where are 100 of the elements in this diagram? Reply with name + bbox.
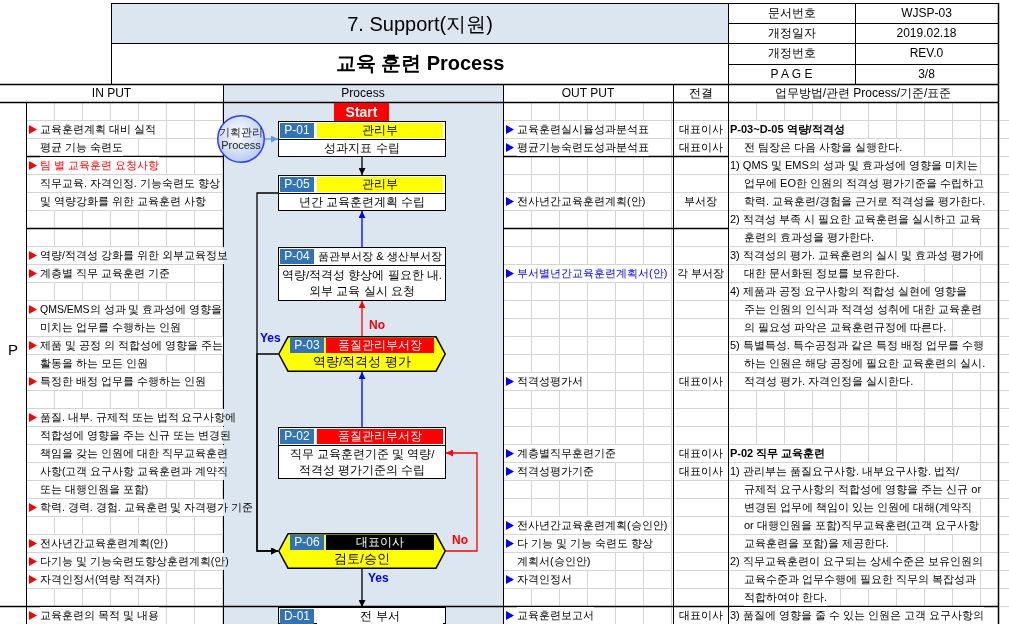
output-item: 전사년간교육훈련계획(승인안) bbox=[517, 517, 668, 534]
flow-arrow bbox=[358, 300, 366, 337]
approver-name: 대표이사 bbox=[678, 122, 723, 137]
flow-arrow bbox=[358, 371, 366, 428]
input-item: 전사년간교육훈련계획(안) bbox=[40, 535, 168, 552]
procedure-text: 전 팀장은 다음 사항을 실행한다. bbox=[744, 139, 903, 156]
procedure-text: 2) 직무교육훈련이 요구되는 상세수준은 보유인원의 bbox=[730, 553, 983, 570]
step-description: 성과지표 수립 bbox=[324, 141, 400, 156]
field-value: WJSP-03 bbox=[901, 5, 952, 21]
process-box bbox=[278, 427, 446, 479]
section-letter: P bbox=[8, 341, 18, 359]
procedure-text: 교육훈련을 포함)을 제공한다. bbox=[744, 535, 889, 552]
process-box bbox=[278, 607, 446, 624]
process-circle bbox=[217, 115, 265, 163]
department-bar: 관리부 bbox=[317, 176, 443, 192]
step-code-tag: P-01 bbox=[280, 122, 314, 138]
output-item: 적격성평가기준 bbox=[517, 463, 594, 480]
process-box bbox=[278, 247, 446, 301]
procedure-text: 주는 인원의 인식과 적격성 성취에 대한 교육훈련 bbox=[744, 301, 983, 318]
title: 7. Support(지원) bbox=[347, 11, 493, 36]
edge-label: No bbox=[368, 318, 386, 332]
column-header: OUT PUT bbox=[561, 85, 615, 101]
approver-name: 대표이사 bbox=[678, 140, 723, 155]
department-bar: 관리부 bbox=[317, 122, 443, 138]
procedure-text: 적격성 평가. 자격인정을 실시한다. bbox=[744, 373, 914, 390]
approver-name: 대표이사 bbox=[678, 464, 723, 479]
field-name: 개정번호 bbox=[767, 46, 816, 61]
column-header: 업무방법/관련 Process/기준/표준 bbox=[774, 85, 952, 101]
output-item: 교육훈련보고서 bbox=[517, 607, 594, 624]
input-item: 팀 별 교육훈련 요청사항 bbox=[40, 157, 159, 174]
output-item: 계층별직무훈련기준 bbox=[517, 445, 616, 462]
step-code-tag: P-04 bbox=[280, 248, 314, 264]
column-header: 전결 bbox=[688, 85, 713, 101]
flow-arrow bbox=[358, 156, 366, 176]
edge-label: Yes bbox=[367, 571, 390, 585]
approver-name: 대표이사 bbox=[678, 446, 723, 461]
procedure-text: 학력. 교육훈련/경험을 근거로 적격성을 평가한다. bbox=[744, 193, 986, 210]
flow-arrow bbox=[264, 135, 279, 143]
input-item: 계층별 직무 교육훈련 기준 bbox=[40, 265, 170, 282]
approver-name: 대표이사 bbox=[678, 374, 723, 389]
procedure-heading: P-03~D-05 역량/적격성 bbox=[730, 121, 845, 138]
flow-arrow bbox=[358, 210, 366, 248]
field-name: 문서번호 bbox=[767, 5, 816, 21]
input-item: 적합성에 영향을 주는 신규 또는 변경된 bbox=[40, 427, 231, 444]
flow-arrow bbox=[358, 568, 366, 608]
step-description: 직무 교육훈련기준 및 역량/적격성 평가기준의 수립 bbox=[288, 447, 436, 478]
procedure-text: 1) QMS 및 EMS의 성과 및 효과성에 영향을 미치는 bbox=[730, 157, 979, 174]
input-item: 활동을 하는 모든 인원 bbox=[40, 355, 148, 372]
procedure-heading: P-02 직무 교육훈련 bbox=[730, 445, 826, 462]
approver-name: 부서장 bbox=[684, 194, 717, 209]
output-item: 자격인정서 bbox=[517, 571, 572, 588]
field-name: P A G E bbox=[770, 66, 813, 82]
department-bar: 대표이사 bbox=[326, 535, 434, 550]
procedure-text: 3) 적격성의 평가. 교육훈련의 실시 및 효과성 평가에 bbox=[730, 247, 985, 264]
step-code-tag: P-05 bbox=[280, 176, 314, 192]
circle-label: 기획관리 Process bbox=[218, 126, 264, 152]
procedure-text: 3) 품질에 영향을 줄 수 있는 인원은 고객 요구사항의 bbox=[730, 607, 985, 624]
input-item: 교육훈련의 목적 및 내용 bbox=[40, 607, 159, 624]
approver-name: 대표이사 bbox=[678, 608, 723, 623]
step-code-tag: D-01 bbox=[280, 608, 314, 624]
input-item: 다기능 및 기능숙련도향상훈련계획(안) bbox=[40, 553, 229, 570]
procedure-text: 의 필요성 파악은 교육훈련규정에 따른다. bbox=[744, 319, 947, 336]
step-description: 역량/적격성 평가 bbox=[313, 354, 411, 370]
field-value: 3/8 bbox=[918, 66, 935, 82]
department-bar: 품질관리부서장 bbox=[326, 338, 434, 353]
procedure-text: 1) 관리부는 품질요구사항. 내부요구사항. 법적/ bbox=[730, 463, 960, 480]
decision-hexagon bbox=[278, 336, 446, 372]
output-item: 전사년간교육훈련계획(안) bbox=[517, 193, 646, 210]
start-terminal bbox=[334, 103, 389, 121]
approver-name: 각 부서장 bbox=[676, 266, 725, 281]
procedure-text: 5) 특별특성. 특수공정과 같은 특정 배정 업무를 수행 bbox=[730, 337, 985, 354]
output-item: 계획서(승인안) bbox=[517, 553, 591, 570]
field-name: 개정일자 bbox=[767, 25, 816, 41]
field-value: REV.0 bbox=[909, 46, 944, 61]
procedure-text: 하는 인원은 해당 공정에 필요한 교육훈련의 실시. bbox=[744, 355, 986, 372]
step-description: 검토/승인 bbox=[334, 551, 390, 567]
input-item: 품질. 내부. 규제적 또는 법적 요구사항에 bbox=[40, 409, 237, 426]
input-item: 역량/적격성 강화를 위한 외부교육정보 bbox=[40, 247, 228, 264]
input-item: 미치는 업무를 수행하는 인원 bbox=[40, 319, 181, 336]
output-item: 다 기능 및 기능 숙련도 향상 bbox=[517, 535, 654, 552]
procedure-text: or 대행인원을 포함)직무교육훈련(고객 요구사항 bbox=[744, 517, 980, 534]
step-code-tag: P-03 bbox=[290, 338, 324, 353]
decision-hexagon bbox=[278, 533, 446, 569]
step-description: 년간 교육훈련계획 수립 bbox=[298, 195, 426, 210]
procedure-text: 교육수준과 업무수행에 필요한 직무의 복잡성과 bbox=[744, 571, 977, 588]
department-label: 전 부서 bbox=[317, 608, 443, 624]
edge-label: Yes bbox=[259, 331, 282, 345]
output-item: 부서별년간교육훈련계획서(안) bbox=[517, 265, 668, 282]
column-header: IN PUT bbox=[91, 85, 132, 101]
output-item: 평균기능숙련도성과분석표 bbox=[517, 139, 649, 156]
input-item: 직무교육. 자격인정. 기능숙련도 향상 bbox=[40, 175, 220, 192]
output-item: 교육훈련실시율성과분석표 bbox=[517, 121, 649, 138]
input-item: 교육훈련계획 대비 실적 bbox=[40, 121, 156, 138]
department-label: 품관부서장 & 생산부서장 bbox=[317, 248, 443, 264]
input-item: 책임을 갖는 인원에 대한 직무교육훈련 bbox=[40, 445, 228, 462]
input-item: 평균 기능 숙련도 bbox=[40, 139, 123, 156]
procedure-text: 변경된 업무에 책임이 있는 인원에 대해(계약직 bbox=[744, 499, 972, 516]
column-header: Process bbox=[341, 85, 385, 101]
subtitle: 교육 훈련 Process bbox=[335, 52, 505, 75]
process-box bbox=[278, 121, 446, 157]
